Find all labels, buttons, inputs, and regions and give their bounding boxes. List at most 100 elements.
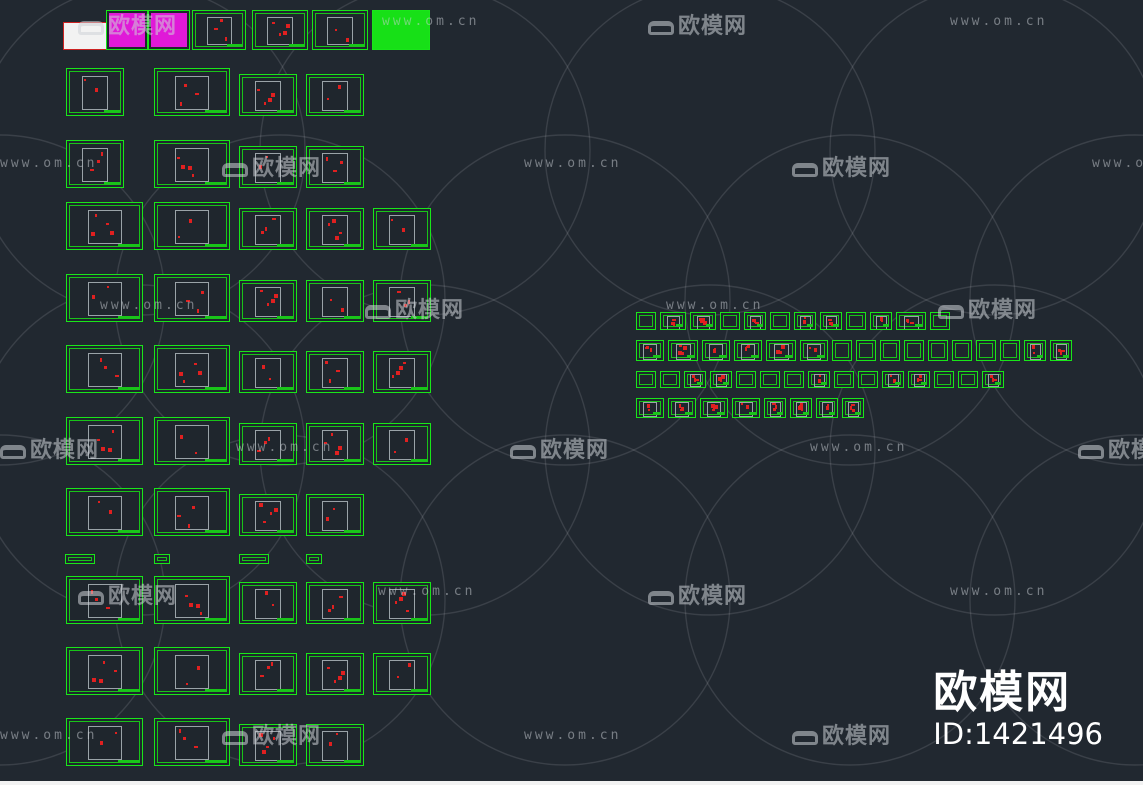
- drawing-sheet[interactable]: [306, 494, 364, 536]
- drawing-sheet[interactable]: [660, 312, 686, 330]
- drawing-sheet[interactable]: [239, 724, 297, 766]
- drawing-sheet[interactable]: [66, 202, 143, 250]
- drawing-sheet[interactable]: [66, 274, 143, 322]
- drawing-sheet[interactable]: [65, 554, 95, 564]
- drawing-sheet[interactable]: [154, 202, 230, 250]
- drawing-sheet[interactable]: [668, 398, 696, 418]
- drawing-sheet[interactable]: [770, 312, 790, 330]
- drawing-sheet[interactable]: [976, 340, 996, 361]
- drawing-sheet[interactable]: [306, 351, 364, 393]
- drawing-sheet[interactable]: [154, 345, 230, 393]
- drawing-sheet[interactable]: [636, 340, 664, 361]
- drawing-sheet[interactable]: [373, 582, 431, 624]
- drawing-sheet[interactable]: [306, 208, 364, 250]
- drawing-sheet[interactable]: [373, 351, 431, 393]
- drawing-sheet[interactable]: [908, 371, 930, 388]
- drawing-sheet[interactable]: [66, 647, 143, 695]
- drawing-sheet[interactable]: [154, 274, 230, 322]
- drawing-sheet[interactable]: [306, 280, 364, 322]
- drawing-sheet[interactable]: [880, 340, 900, 361]
- drawing-sheet[interactable]: [720, 312, 740, 330]
- drawing-sheet[interactable]: [66, 417, 143, 465]
- drawing-sheet[interactable]: [982, 371, 1004, 388]
- drawing-sheet[interactable]: [239, 74, 297, 116]
- drawing-sheet[interactable]: [306, 582, 364, 624]
- drawing-sheet[interactable]: [790, 398, 812, 418]
- drawing-sheet[interactable]: [1000, 340, 1020, 361]
- drawing-sheet[interactable]: [306, 74, 364, 116]
- drawing-sheet[interactable]: [239, 554, 269, 564]
- drawing-sheet[interactable]: [736, 371, 756, 388]
- drawing-sheet[interactable]: [239, 146, 297, 188]
- drawing-sheet[interactable]: [192, 10, 246, 50]
- drawing-sheet[interactable]: [660, 371, 680, 388]
- drawing-sheet[interactable]: [1050, 340, 1072, 361]
- drawing-sheet[interactable]: [66, 68, 124, 116]
- drawing-sheet[interactable]: [700, 398, 728, 418]
- drawing-sheet[interactable]: [684, 371, 706, 388]
- drawing-sheet[interactable]: [154, 576, 230, 624]
- drawing-sheet[interactable]: [808, 371, 830, 388]
- drawing-sheet[interactable]: [106, 10, 148, 50]
- drawing-sheet[interactable]: [154, 554, 170, 564]
- drawing-sheet[interactable]: [800, 340, 828, 361]
- drawing-sheet[interactable]: [154, 68, 230, 116]
- drawing-sheet[interactable]: [306, 554, 322, 564]
- drawing-sheet[interactable]: [744, 312, 766, 330]
- drawing-sheet[interactable]: [784, 371, 804, 388]
- drawing-sheet[interactable]: [239, 351, 297, 393]
- drawing-sheet[interactable]: [373, 208, 431, 250]
- drawing-sheet[interactable]: [764, 398, 786, 418]
- drawing-sheet[interactable]: [373, 280, 431, 322]
- drawing-sheet[interactable]: [239, 280, 297, 322]
- drawing-sheet[interactable]: [710, 371, 732, 388]
- drawing-sheet[interactable]: [846, 312, 866, 330]
- drawing-sheet[interactable]: [312, 10, 368, 50]
- drawing-sheet[interactable]: [794, 312, 816, 330]
- drawing-sheet[interactable]: [702, 340, 730, 361]
- drawing-sheet[interactable]: [732, 398, 760, 418]
- drawing-sheet[interactable]: [934, 371, 954, 388]
- drawing-sheet[interactable]: [239, 653, 297, 695]
- drawing-sheet[interactable]: [958, 371, 978, 388]
- drawing-sheet[interactable]: [760, 371, 780, 388]
- drawing-sheet[interactable]: [154, 647, 230, 695]
- drawing-sheet[interactable]: [306, 653, 364, 695]
- drawing-sheet[interactable]: [636, 398, 664, 418]
- drawing-sheet[interactable]: [870, 312, 892, 330]
- drawing-sheet[interactable]: [734, 340, 762, 361]
- drawing-sheet[interactable]: [690, 312, 716, 330]
- drawing-sheet[interactable]: [832, 340, 852, 361]
- drawing-sheet[interactable]: [252, 10, 308, 50]
- drawing-sheet[interactable]: [373, 653, 431, 695]
- drawing-sheet[interactable]: [239, 208, 297, 250]
- drawing-sheet[interactable]: [858, 371, 878, 388]
- drawing-sheet[interactable]: [66, 488, 143, 536]
- drawing-sheet[interactable]: [882, 371, 904, 388]
- drawing-sheet[interactable]: [820, 312, 842, 330]
- drawing-sheet[interactable]: [239, 582, 297, 624]
- drawing-sheet[interactable]: [148, 10, 190, 50]
- drawing-sheet[interactable]: [636, 371, 656, 388]
- drawing-sheet[interactable]: [904, 340, 924, 361]
- drawing-sheet[interactable]: [668, 340, 698, 361]
- drawing-sheet[interactable]: [66, 140, 124, 188]
- drawing-sheet[interactable]: [636, 312, 656, 330]
- drawing-sheet[interactable]: [306, 146, 364, 188]
- drawing-sheet[interactable]: [856, 340, 876, 361]
- drawing-sheet[interactable]: [952, 340, 972, 361]
- drawing-sheet[interactable]: [1024, 340, 1046, 361]
- drawing-sheet[interactable]: [66, 345, 143, 393]
- drawing-sheet[interactable]: [816, 398, 838, 418]
- drawing-sheet[interactable]: [372, 10, 430, 50]
- drawing-sheet[interactable]: [928, 340, 948, 361]
- drawing-sheet[interactable]: [306, 423, 364, 465]
- drawing-sheet[interactable]: [306, 724, 364, 766]
- drawing-sheet[interactable]: [239, 423, 297, 465]
- drawing-sheet[interactable]: [834, 371, 854, 388]
- drawing-sheet[interactable]: [66, 718, 143, 766]
- drawing-sheet[interactable]: [766, 340, 796, 361]
- drawing-sheet[interactable]: [239, 494, 297, 536]
- drawing-sheet[interactable]: [896, 312, 926, 330]
